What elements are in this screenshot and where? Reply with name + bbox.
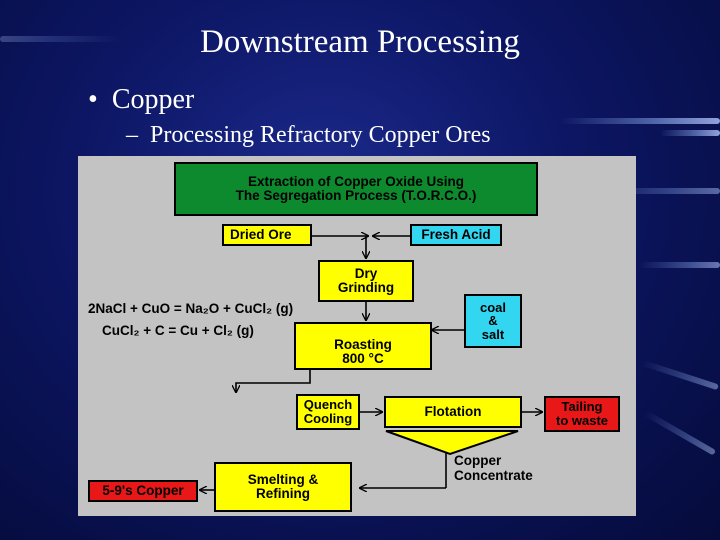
roasting-box: Roasting 800 °C [294,322,432,370]
roasting-line1: Roasting [334,336,392,352]
process-title-line2: The Segregation Process (T.O.R.C.O.) [235,188,477,203]
process-title-line1: Extraction of Copper Oxide Using [247,173,465,189]
reaction-equation-1: 2NaCl + CuO = Na₂O + CuCl₂ (g) [88,301,294,316]
reaction-equation-2: CuCl₂ + C = Cu + Cl₂ (g) [102,323,254,338]
quench-cooling-box: Quench Cooling [296,394,360,430]
dry-grinding-line1: Dry [354,265,378,281]
flotation-funnel [385,430,519,456]
coal-salt-line2: & [488,313,498,329]
background-streak [600,188,720,194]
copper-concentrate-label: Copper Concentrate [454,453,533,484]
background-streak [643,410,717,456]
slide-title: Downstream Processing [200,24,520,60]
bullet-copper: • Copper [88,84,194,116]
connector-lines [78,156,636,516]
copper-concentrate-line1: Copper [454,453,502,468]
sub-bullet-marker: – [126,122,138,148]
tailing-box: Tailing to waste [544,396,620,432]
background-streak [560,118,720,124]
quench-line2: Cooling [303,411,353,426]
tailing-line1: Tailing [561,399,603,415]
bullet-marker: • [88,84,98,115]
bullet-text: Copper [111,84,195,115]
quench-line1: Quench [303,397,353,413]
coal-salt-line1: coal [479,299,506,315]
smelting-line2: Refining [256,486,310,501]
copper-concentrate-line2: Concentrate [454,467,533,483]
background-streak [660,130,720,136]
dry-grinding-line2: Grinding [337,280,395,295]
smelting-refining-box: Smelting & Refining [214,462,352,512]
arrow-to-quench [236,370,311,392]
coal-salt-box: coal & salt [464,294,522,348]
coal-salt-line3: salt [481,326,505,342]
flotation-box: Flotation [384,396,522,428]
copper-product-box: 5-9's Copper [88,480,198,502]
dried-ore-box: Dried Ore [222,224,312,246]
sub-bullet: – Processing Refractory Copper Ores [126,122,491,149]
background-streak [641,359,719,391]
sub-bullet-text: Processing Refractory Copper Ores [150,122,491,148]
fresh-acid-box: Fresh Acid [410,224,502,246]
background-streak [640,262,720,268]
flow-diagram: Extraction of Copper Oxide Using The Seg… [78,156,636,516]
process-title-box: Extraction of Copper Oxide Using The Seg… [174,162,538,216]
tailing-line2: to waste [555,413,608,428]
roasting-line2: 800 °C [342,350,384,366]
smelting-line1: Smelting & [247,471,319,487]
dry-grinding-box: Dry Grinding [318,260,414,302]
